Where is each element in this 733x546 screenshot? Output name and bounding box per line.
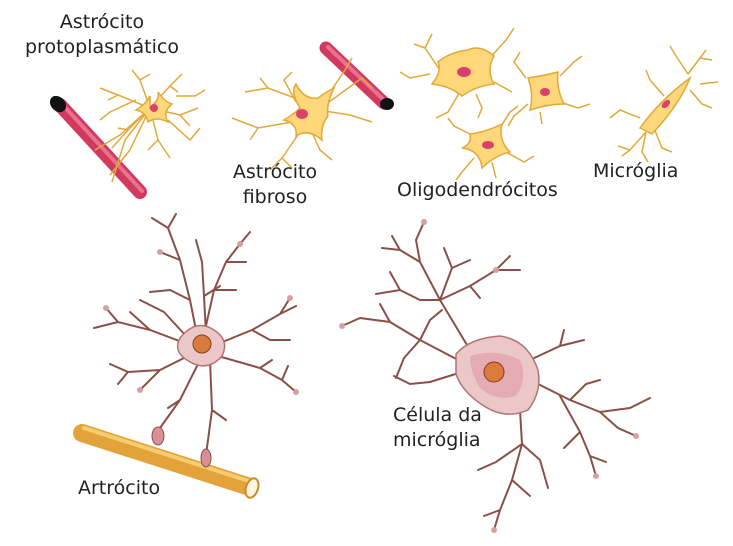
protoplasmic-astrocyte-vessel — [47, 93, 142, 192]
label-protoplasmic-astrocyte-line1: Astrócito — [2, 10, 202, 35]
fibrous-astrocyte-vessel — [326, 47, 394, 110]
label-protoplasmic-astrocyte: Astrócito protoplasmático — [2, 10, 202, 60]
label-microglia-cell-line2: micróglia — [393, 428, 482, 453]
oligodendrocyte-1 — [400, 28, 514, 118]
label-fibrous-astrocyte-line1: Astrócito — [210, 160, 340, 185]
label-oligodendrocytes: Oligodendrócitos — [397, 178, 558, 203]
label-astrocyte-large: Artrócito — [78, 476, 160, 501]
label-microglia: Micróglia — [593, 159, 678, 184]
microglia-small-cell — [610, 46, 718, 162]
label-fibrous-astrocyte: Astrócito fibroso — [210, 160, 340, 210]
label-microglia-cell-large: Célula da micróglia — [393, 403, 482, 453]
astrocyte-body — [178, 326, 225, 366]
label-protoplasmic-astrocyte-line2: protoplasmático — [2, 35, 202, 60]
label-microglia-cell-line1: Célula da — [393, 403, 482, 428]
label-fibrous-astrocyte-line2: fibroso — [210, 185, 340, 210]
oligodendrocyte-3 — [448, 106, 534, 180]
oligodendrocyte-2 — [508, 52, 590, 126]
